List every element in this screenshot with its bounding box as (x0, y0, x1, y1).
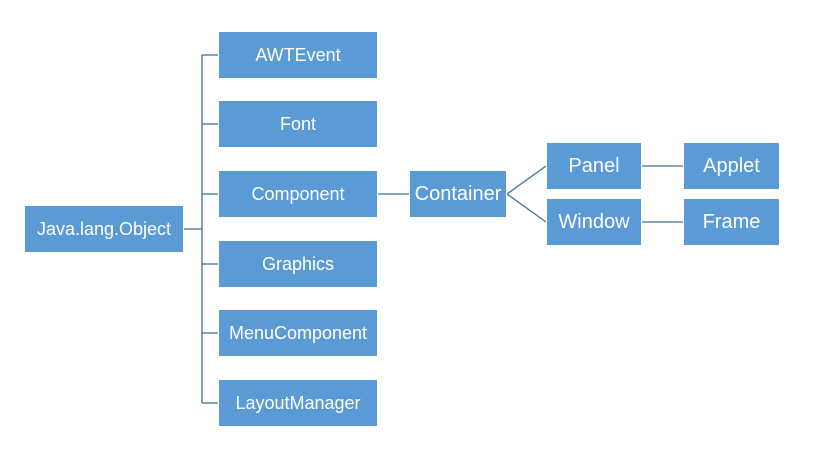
node-panel: Panel (546, 142, 642, 190)
edge-container-window (506, 193, 547, 223)
node-container: Container (409, 170, 507, 218)
node-frame: Frame (683, 198, 780, 246)
node-font: Font (218, 100, 378, 148)
node-java-lang-object: Java.lang.Object (24, 205, 184, 253)
node-graphics: Graphics (218, 240, 378, 288)
node-component: Component (218, 170, 378, 218)
node-awtevent: AWTEvent (218, 31, 378, 79)
node-menucomponent: MenuComponent (218, 309, 378, 357)
node-applet: Applet (683, 142, 780, 190)
edge-container-panel (506, 165, 547, 195)
node-layoutmanager: LayoutManager (218, 379, 378, 427)
node-window: Window (546, 198, 642, 246)
